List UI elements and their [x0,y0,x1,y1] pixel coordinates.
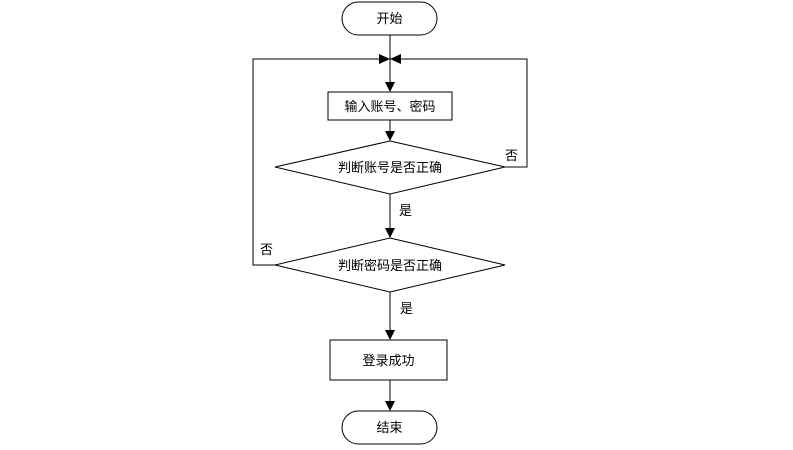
arrowhead-into-input [385,82,395,92]
arrowhead-into-account-check [385,131,395,141]
password-check-decision [274,237,506,293]
input-credentials-label: 输入账号、密码 [344,99,435,115]
start-label: 开始 [376,12,402,27]
password-check-label: 判断密码是否正确 [338,258,442,274]
account-check-decision [274,140,506,195]
end-terminator [341,410,438,445]
start-terminator [341,1,438,36]
account-yes-label: 是 [399,204,412,219]
password-yes-label: 是 [400,302,413,317]
connector-account-no-loop [390,58,528,168]
account-no-label: 否 [505,149,518,164]
password-no-label: 否 [260,243,273,258]
arrowhead-into-password-check [385,228,395,238]
login-success-box [329,339,448,381]
arrowhead-into-login-success [385,330,395,340]
account-check-label: 判断账号是否正确 [338,161,442,176]
login-success-label: 登录成功 [362,354,414,369]
end-label: 结束 [376,421,402,436]
arrowhead-into-end [385,401,395,411]
connector-password-no-loop [252,58,390,266]
input-credentials-box [327,91,453,121]
